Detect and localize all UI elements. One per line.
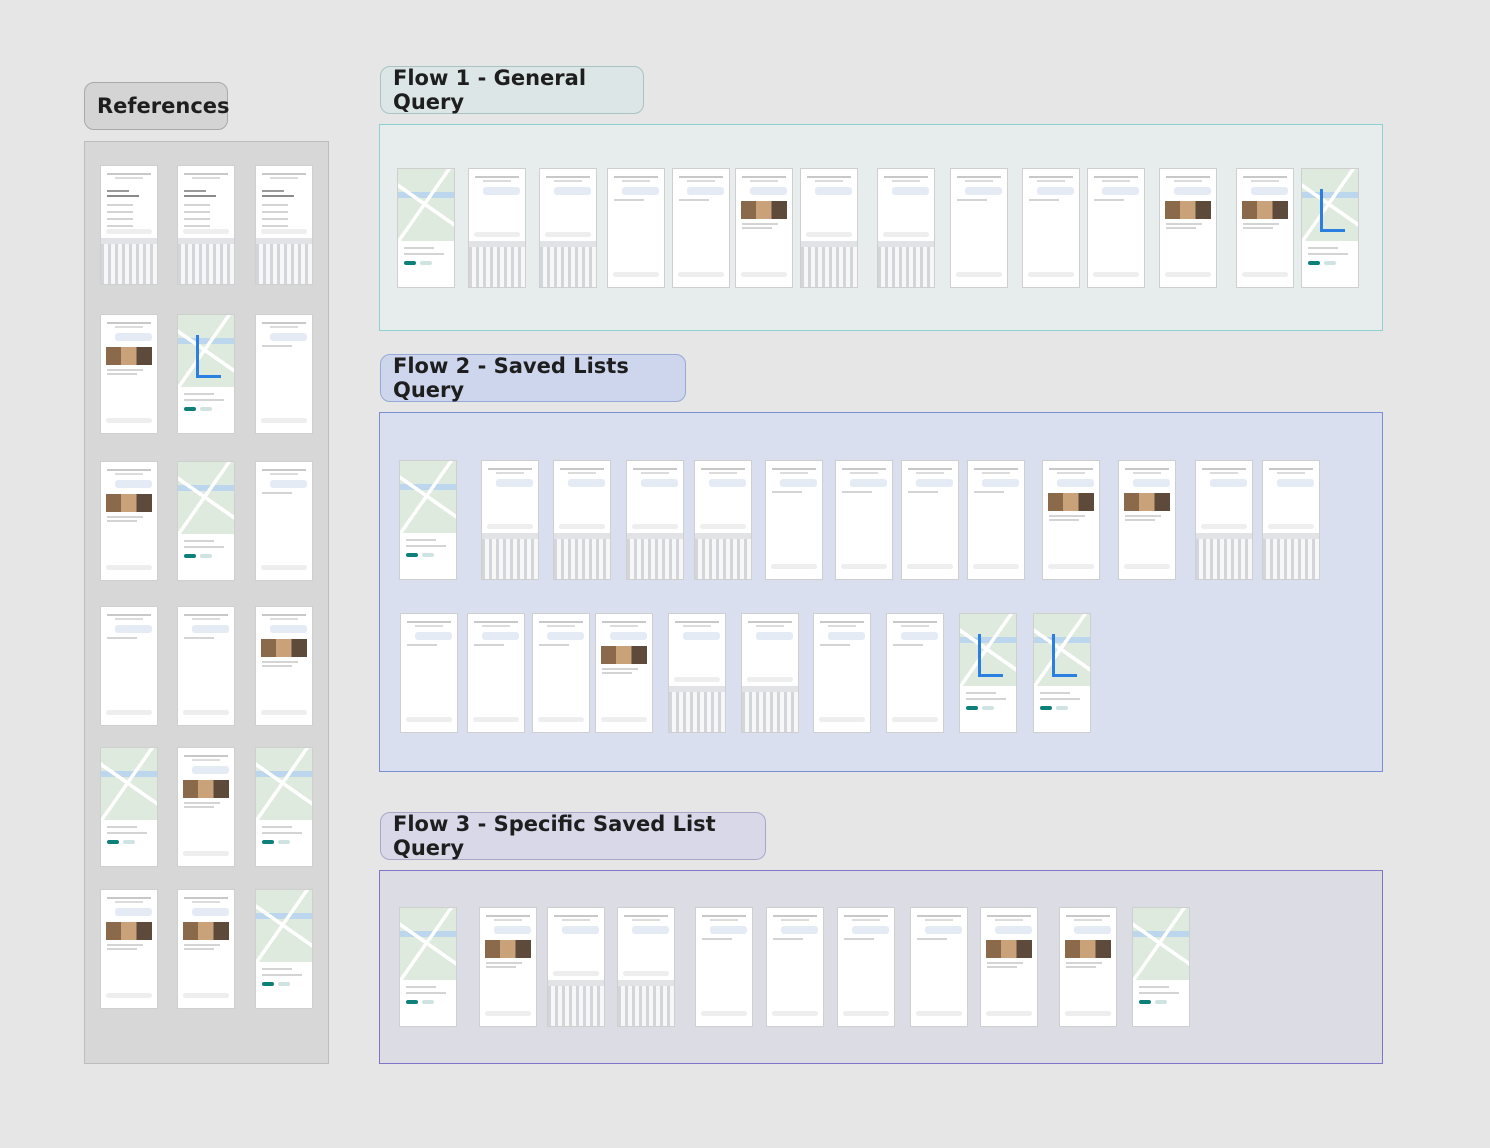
flow-1-screen-thumbnail[interactable] bbox=[1088, 169, 1144, 287]
reference-screen-thumbnail[interactable] bbox=[178, 315, 234, 433]
reference-screen-thumbnail[interactable] bbox=[101, 890, 157, 1008]
flow-3-screen-thumbnail[interactable] bbox=[767, 908, 823, 1026]
flow-1-screen-thumbnail[interactable] bbox=[608, 169, 664, 287]
flow-1-screen-thumbnail[interactable] bbox=[1023, 169, 1079, 287]
reference-screen-thumbnail[interactable] bbox=[256, 462, 312, 580]
flow-2-screen-thumbnail[interactable] bbox=[836, 461, 892, 579]
flow-2-screen-thumbnail[interactable] bbox=[468, 614, 524, 732]
references-title: References bbox=[84, 82, 230, 130]
reference-screen-thumbnail[interactable] bbox=[256, 315, 312, 433]
flow-1-screen-thumbnail[interactable] bbox=[398, 169, 454, 287]
reference-screen-thumbnail[interactable] bbox=[101, 607, 157, 725]
reference-screen-thumbnail[interactable] bbox=[256, 607, 312, 725]
reference-screen-thumbnail[interactable] bbox=[178, 166, 234, 284]
reference-screen-thumbnail[interactable] bbox=[101, 462, 157, 580]
reference-screen-thumbnail[interactable] bbox=[101, 748, 157, 866]
reference-screen-thumbnail[interactable] bbox=[101, 315, 157, 433]
flow-2-screen-thumbnail[interactable] bbox=[533, 614, 589, 732]
flow-1-screen-thumbnail[interactable] bbox=[736, 169, 792, 287]
flow-2-screen-thumbnail[interactable] bbox=[887, 614, 943, 732]
flow-3-screen-thumbnail[interactable] bbox=[480, 908, 536, 1026]
flow-2-screen-thumbnail[interactable] bbox=[554, 461, 610, 579]
flow-1-screen-thumbnail[interactable] bbox=[1160, 169, 1216, 287]
flow-2-screen-thumbnail[interactable] bbox=[1196, 461, 1252, 579]
flow-3-screen-thumbnail[interactable] bbox=[1133, 908, 1189, 1026]
flow-2-screen-thumbnail[interactable] bbox=[1043, 461, 1099, 579]
flow-3-screen-thumbnail[interactable] bbox=[696, 908, 752, 1026]
flow-2-screen-thumbnail[interactable] bbox=[482, 461, 538, 579]
flow-2-screen-thumbnail[interactable] bbox=[401, 614, 457, 732]
flow-1-screen-thumbnail[interactable] bbox=[878, 169, 934, 287]
flow-2-screen-thumbnail[interactable] bbox=[766, 461, 822, 579]
flow-3-screen-thumbnail[interactable] bbox=[911, 908, 967, 1026]
reference-screen-thumbnail[interactable] bbox=[256, 748, 312, 866]
flow-2-screen-thumbnail[interactable] bbox=[1034, 614, 1090, 732]
flow-2-screen-thumbnail[interactable] bbox=[1263, 461, 1319, 579]
reference-screen-thumbnail[interactable] bbox=[178, 748, 234, 866]
flow-2-screen-thumbnail[interactable] bbox=[627, 461, 683, 579]
flow-2-screen-thumbnail[interactable] bbox=[400, 461, 456, 579]
flow-1-screen-thumbnail[interactable] bbox=[1237, 169, 1293, 287]
flow-3-title: Flow 3 - Specific Saved List Query bbox=[380, 812, 766, 860]
reference-screen-thumbnail[interactable] bbox=[178, 890, 234, 1008]
flow-2-screen-thumbnail[interactable] bbox=[742, 614, 798, 732]
reference-screen-thumbnail[interactable] bbox=[256, 890, 312, 1008]
flow-1-screen-thumbnail[interactable] bbox=[469, 169, 525, 287]
flow-1-screen-thumbnail[interactable] bbox=[951, 169, 1007, 287]
flow-2-screen-thumbnail[interactable] bbox=[669, 614, 725, 732]
flow-2-screen-thumbnail[interactable] bbox=[968, 461, 1024, 579]
flow-1-screen-thumbnail[interactable] bbox=[540, 169, 596, 287]
flow-3-screen-thumbnail[interactable] bbox=[1060, 908, 1116, 1026]
flow-1-screen-thumbnail[interactable] bbox=[673, 169, 729, 287]
flow-2-screen-thumbnail[interactable] bbox=[814, 614, 870, 732]
flow-3-screen-thumbnail[interactable] bbox=[548, 908, 604, 1026]
flow-2-screen-thumbnail[interactable] bbox=[596, 614, 652, 732]
reference-screen-thumbnail[interactable] bbox=[256, 166, 312, 284]
flow-3-screen-thumbnail[interactable] bbox=[981, 908, 1037, 1026]
reference-screen-thumbnail[interactable] bbox=[178, 462, 234, 580]
flow-2-title: Flow 2 - Saved Lists Query bbox=[380, 354, 686, 402]
reference-screen-thumbnail[interactable] bbox=[101, 166, 157, 284]
flow-2-screen-thumbnail[interactable] bbox=[1119, 461, 1175, 579]
flow-3-screen-thumbnail[interactable] bbox=[618, 908, 674, 1026]
reference-screen-thumbnail[interactable] bbox=[178, 607, 234, 725]
flow-3-screen-thumbnail[interactable] bbox=[838, 908, 894, 1026]
flow-1-screen-thumbnail[interactable] bbox=[1302, 169, 1358, 287]
flow-2-screen-thumbnail[interactable] bbox=[960, 614, 1016, 732]
flow-3-screen-thumbnail[interactable] bbox=[400, 908, 456, 1026]
flow-2-screen-thumbnail[interactable] bbox=[902, 461, 958, 579]
flow-1-title: Flow 1 - General Query bbox=[380, 66, 644, 114]
flow-2-screen-thumbnail[interactable] bbox=[695, 461, 751, 579]
flow-1-screen-thumbnail[interactable] bbox=[801, 169, 857, 287]
